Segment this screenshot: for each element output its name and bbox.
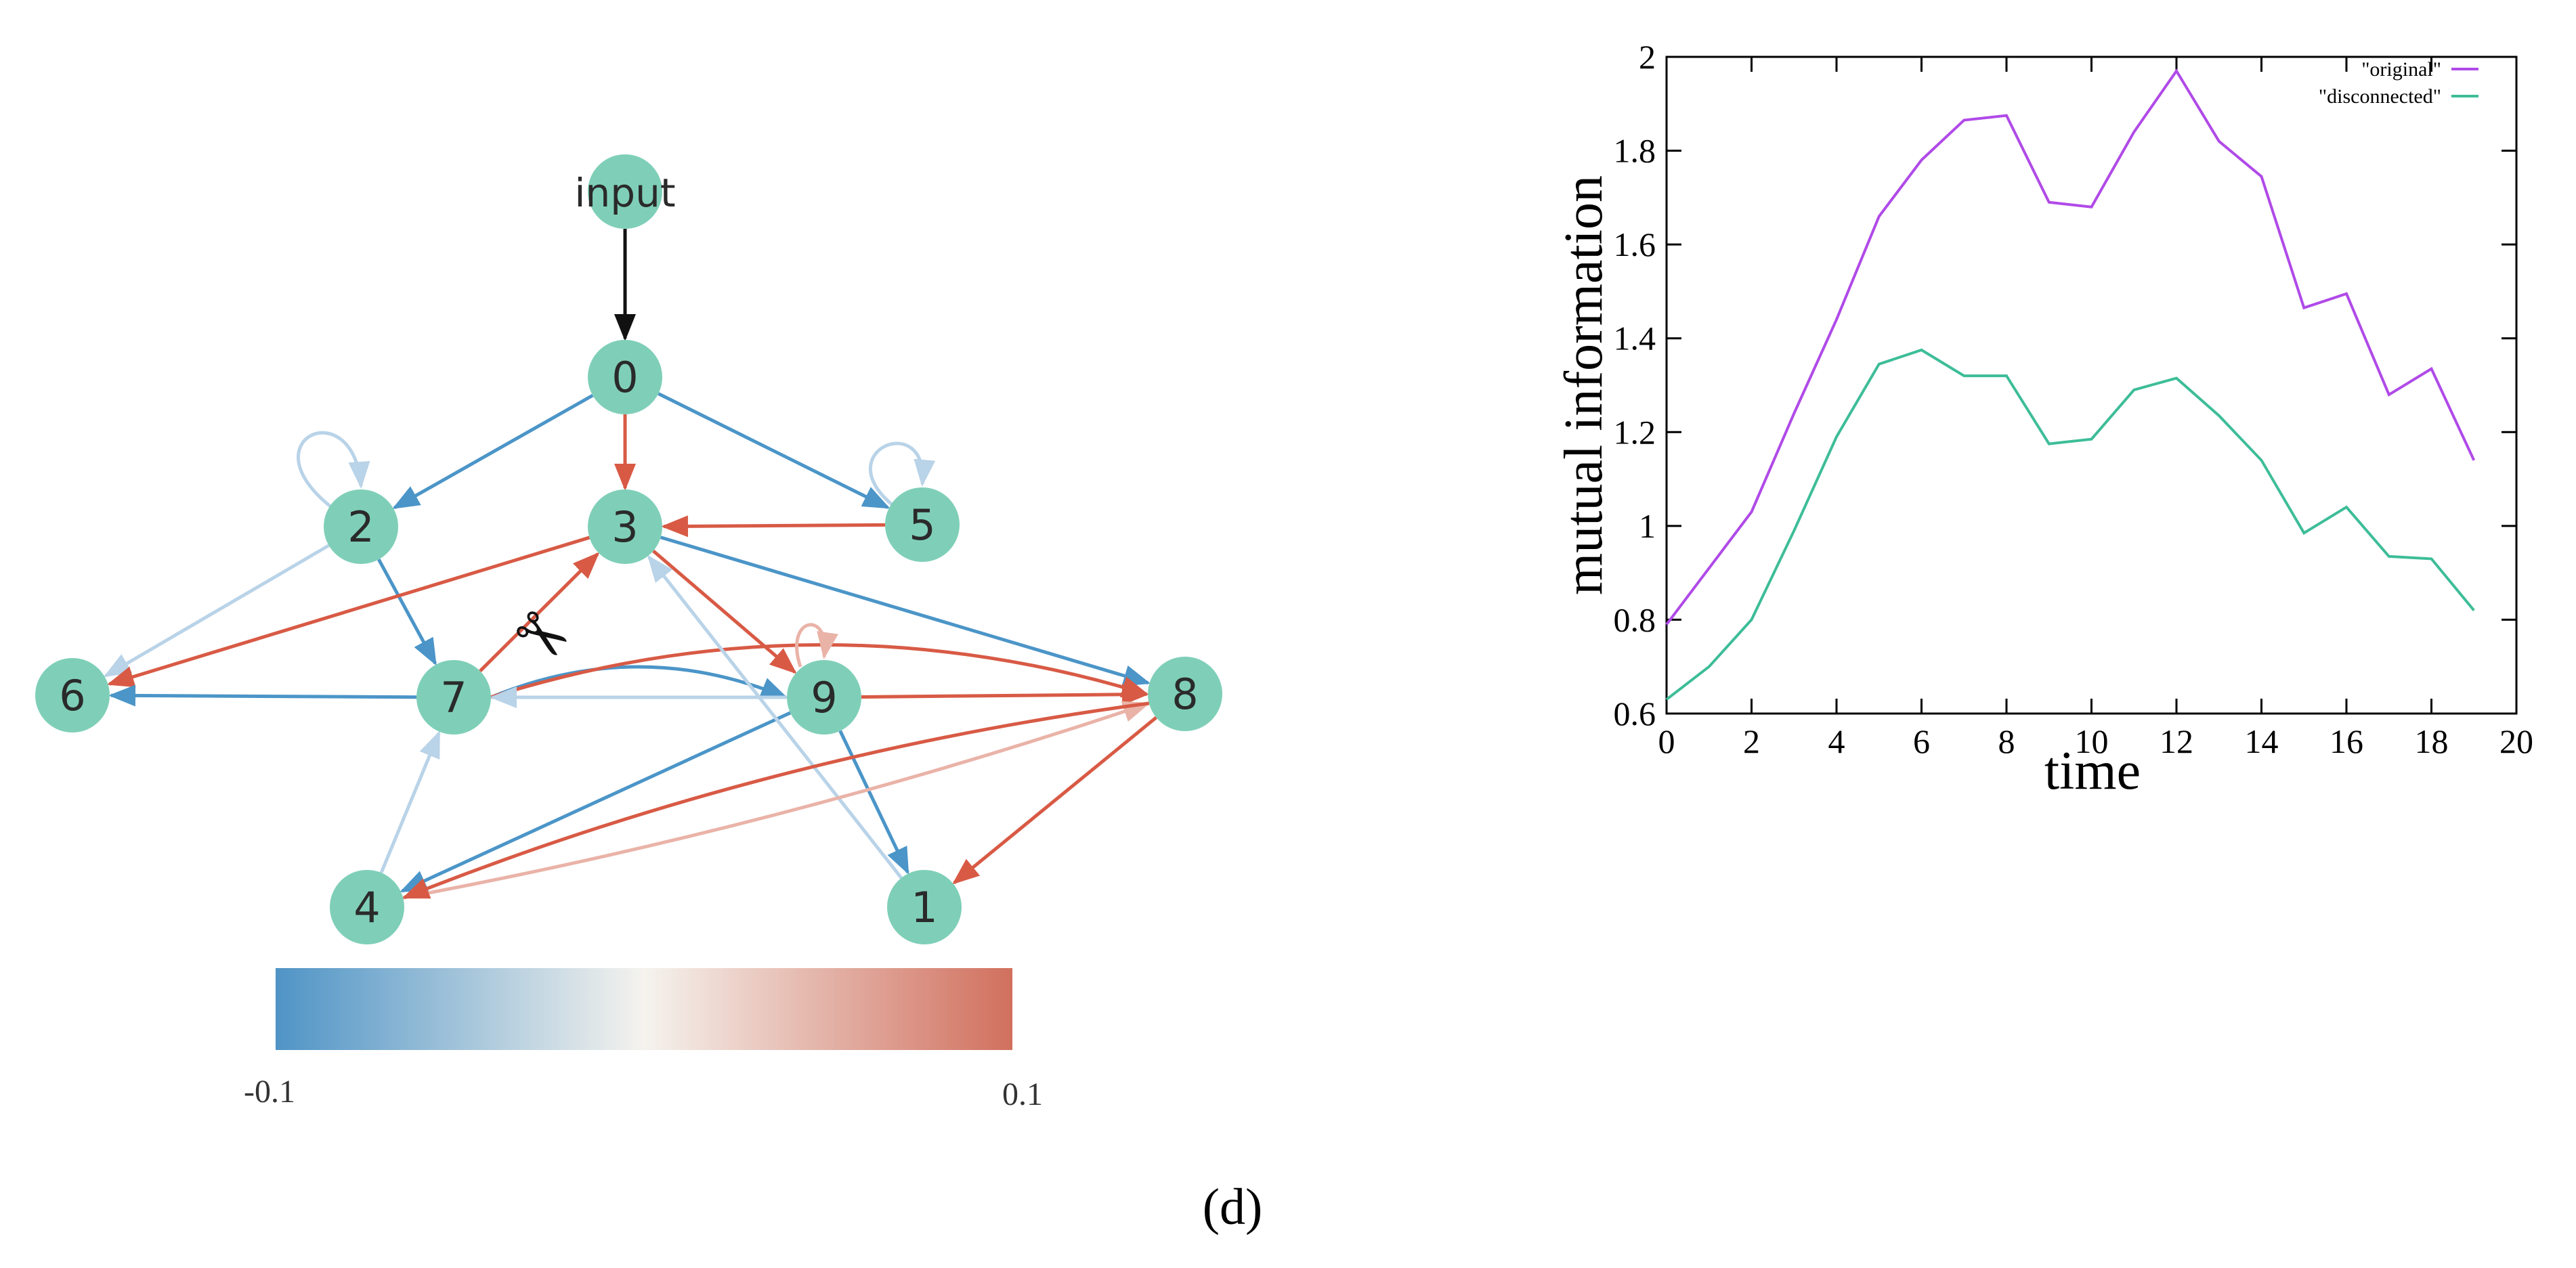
x-tick-label-14: 14 [2245,722,2279,760]
edge-3-6 [106,535,591,688]
mutual-information-chart: 0 2 4 6 8 10 12 14 16 18 20 0.6 0.8 1 1.2 1.4 1.6 1.8 2 "o… [1524,0,2576,880]
edge-7-6 [108,684,417,707]
edge-0-2 [392,393,594,510]
edge-4-8 [402,701,1151,900]
legend-label-1: "disconnected" [2319,85,2441,108]
x-tick-label-16: 16 [2330,722,2363,760]
y-tick-label-1.4: 1.4 [1614,320,1656,357]
node-1-circle [887,870,962,944]
colorbar-max-label: 0.1 [1002,1076,1043,1112]
node-6-circle [35,658,110,733]
node-7-label: 7 [440,673,467,722]
node-9-label: 9 [811,673,837,722]
edge-9-4 [400,711,792,893]
y-tick-label-1.2: 1.2 [1614,413,1656,451]
node-input-label: input [574,170,675,216]
node-8-label: 8 [1172,670,1198,719]
node-4-circle [330,870,404,944]
node-8: 8 [1148,657,1222,731]
edge-4-7 [379,730,441,874]
x-tick-label-0: 0 [1658,722,1675,760]
node-2-circle [324,489,398,564]
node-5: 5 [885,487,960,562]
colorbar-min-label: -0.1 [244,1074,295,1110]
node-9-circle [787,660,861,735]
node-4-label: 4 [353,883,380,932]
node-layer: input 0 1 2 3 4 5 6 7 8 9 [35,154,1222,944]
x-tick-label-20: 20 [2499,722,2533,760]
edge-5-3 [660,515,886,538]
line-chart: 0 2 4 6 8 10 12 14 16 18 20 0.6 0.8 1 1.2 1.4 1.6 1.8 2 "o… [1554,38,2534,801]
edge-layer [103,229,1158,900]
x-tick-label-10: 10 [2075,722,2109,760]
node-input-circle [588,154,662,229]
plot-frame [1665,56,2518,715]
node-3: 3 [588,489,662,564]
node-5-circle [885,487,960,562]
y-tick-label-0.6: 0.6 [1614,695,1656,733]
panel-label: (d) [1192,1178,1273,1237]
edge-9-8 [861,683,1149,705]
node-5-label: 5 [909,500,935,550]
panel-label-text: (d) [1202,1179,1263,1236]
node-0-circle [588,340,662,414]
node-4: 4 [330,870,404,944]
y-tick-label-1.8: 1.8 [1614,132,1656,170]
node-8-circle [1148,657,1222,731]
y-axis-title: mutual information [1554,175,1614,595]
edge-7-3 [479,552,600,672]
x-tick-label-6: 6 [1913,722,1930,760]
series-line-1 [1665,348,2475,701]
edge-5-5 [868,441,936,506]
node-1-label: 1 [911,883,937,932]
node-0: 0 [588,340,662,414]
network-panel: ✂ input 0 1 2 3 4 5 6 7 8 9 -0.1 0.1 [0,0,1287,1268]
node-input: input [574,154,676,229]
edge-2-6 [103,544,330,678]
edge-8-1 [952,716,1158,885]
axis-ticks: 0 2 4 6 8 10 12 14 16 18 20 0.6 0.8 1 1.2 1.4 1.6 1.8 2 [1614,38,2534,760]
node-9: 9 [787,660,861,735]
x-axis-title: time [2044,741,2141,801]
edge-1-3 [647,554,903,879]
series-layer [1665,68,2476,701]
edge-2-2 [297,431,370,508]
node-3-circle [588,489,662,564]
network-graph: ✂ input 0 1 2 3 4 5 6 7 8 9 -0.1 0.1 [35,154,1222,1112]
scissors-icon: ✂ [499,592,584,681]
node-1: 1 [887,870,962,944]
node-2: 2 [324,489,398,564]
edge-0-5 [658,392,890,509]
node-3-label: 3 [611,502,638,552]
edge-3-9 [652,549,797,674]
series-line-0 [1665,68,2476,626]
y-tick-label-1.6: 1.6 [1614,225,1656,263]
edge-7-9 [490,665,788,699]
x-tick-label-8: 8 [1998,722,2015,760]
x-tick-label-18: 18 [2415,722,2449,760]
legend-label-0: "original" [2361,58,2441,81]
legend: "original" "disconnected" [2319,58,2478,108]
edge-8-4 [402,701,1150,899]
x-tick-label-2: 2 [1743,722,1760,760]
node-7: 7 [416,660,491,735]
node-6: 6 [35,658,110,733]
edge-3-8 [660,535,1151,686]
x-tick-label-12: 12 [2160,722,2193,760]
edge-9-9 [795,623,838,668]
node-7-circle [416,660,491,735]
edge-2-7 [377,559,437,666]
y-tick-label-0.8: 0.8 [1614,600,1656,638]
x-tick-label-4: 4 [1828,722,1845,760]
node-6-label: 6 [59,671,85,720]
y-tick-label-2: 2 [1639,38,1656,76]
node-0-label: 0 [611,353,638,402]
edge-9-1 [838,730,909,875]
node-2-label: 2 [347,502,374,552]
colorbar [276,968,1012,1050]
y-tick-label-1: 1 [1639,507,1656,545]
